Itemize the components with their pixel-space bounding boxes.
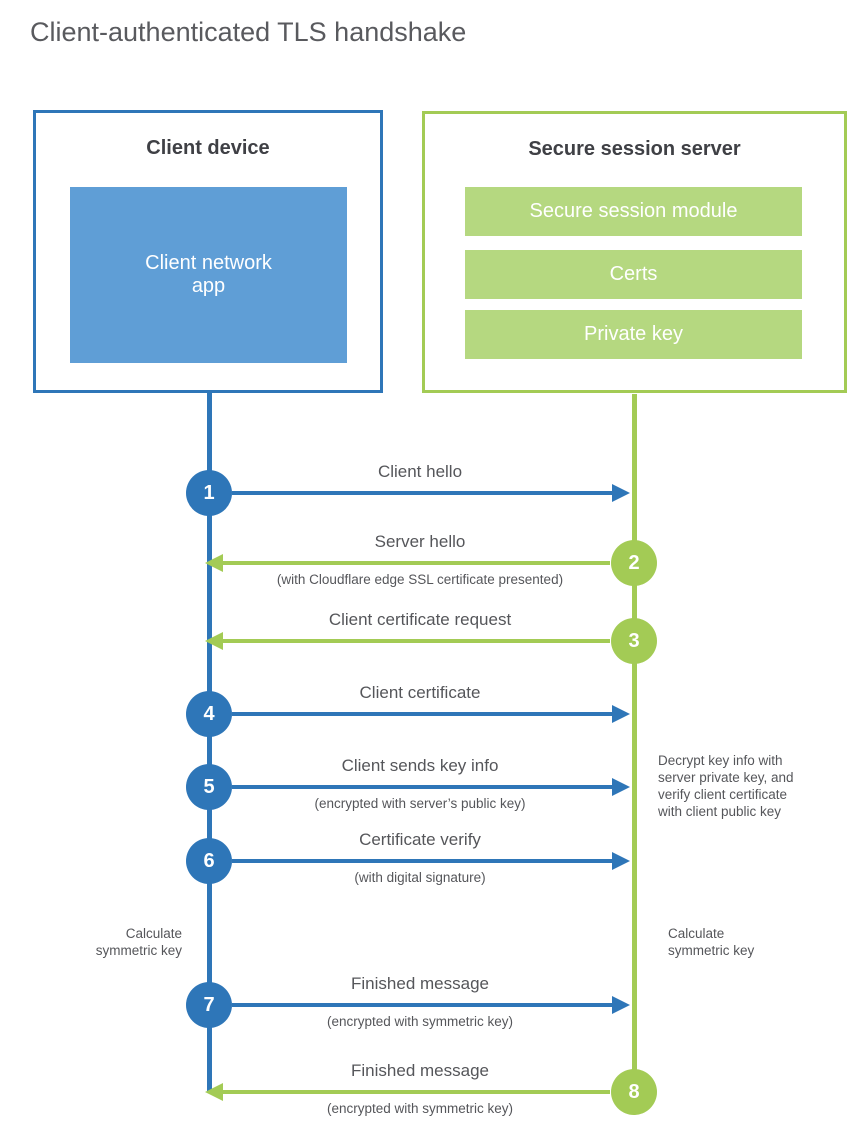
server-module-bar-certs: Certs <box>465 250 802 299</box>
secure-session-server-title: Secure session server <box>528 138 741 160</box>
step-5-sublabel: (encrypted with server’s public key) <box>314 796 526 811</box>
step-8-badge: 8 <box>611 1069 657 1115</box>
server-lifeline <box>632 394 637 1092</box>
step-3-badge: 3 <box>611 618 657 664</box>
arrowhead-left-icon <box>205 1083 223 1101</box>
step-4-badge: 4 <box>186 691 232 737</box>
step-2-arrow-line <box>223 561 610 565</box>
step-1-arrow-line <box>232 491 612 495</box>
step-3-label: Client certificate request <box>328 610 512 629</box>
server-decrypt-note: Decrypt key info with server private key… <box>658 753 794 819</box>
arrowhead-left-icon <box>205 554 223 572</box>
arrowhead-right-icon <box>612 778 630 796</box>
step-5-badge: 5 <box>186 764 232 810</box>
step-1-badge: 1 <box>186 470 232 516</box>
step-2-sublabel: (with Cloudflare edge SSL certificate pr… <box>276 572 564 587</box>
client-network-app-box: Client network app <box>70 187 347 363</box>
arrowhead-right-icon <box>612 484 630 502</box>
step-8-label: Finished message <box>351 1061 489 1080</box>
arrowhead-right-icon <box>612 996 630 1014</box>
step-8-sublabel: (encrypted with symmetric key) <box>326 1101 514 1116</box>
step-2-label: Server hello <box>374 532 466 551</box>
client-device-title: Client device <box>146 137 270 159</box>
step-1-label: Client hello <box>377 462 463 481</box>
server-module-bar-secure-session-module: Secure session module <box>465 187 802 236</box>
client-calculate-symmetric-key-note: Calculate symmetric key <box>95 926 182 958</box>
arrowhead-right-icon <box>612 705 630 723</box>
step-6-badge: 6 <box>186 838 232 884</box>
server-calculate-symmetric-key-note: Calculate symmetric key <box>668 926 755 958</box>
step-3-arrow-line <box>223 639 610 643</box>
step-4-arrow-line <box>232 712 612 716</box>
arrowhead-right-icon <box>612 852 630 870</box>
step-6-label: Certificate verify <box>359 830 481 849</box>
client-device-box: Client device Client network app <box>33 110 383 393</box>
step-2-badge: 2 <box>611 540 657 586</box>
step-5-label: Client sends key info <box>341 756 499 775</box>
step-7-sublabel: (encrypted with symmetric key) <box>326 1014 514 1029</box>
secure-session-server-box: Secure session server Secure session mod… <box>422 111 847 393</box>
page-title: Client-authenticated TLS handshake <box>30 17 467 47</box>
step-7-badge: 7 <box>186 982 232 1028</box>
step-6-arrow-line <box>232 859 612 863</box>
step-5-arrow-line <box>232 785 612 789</box>
step-7-label: Finished message <box>351 974 489 993</box>
step-8-arrow-line <box>223 1090 610 1094</box>
step-7-arrow-line <box>232 1003 612 1007</box>
server-module-bar-private-key: Private key <box>465 310 802 359</box>
client-lifeline <box>207 393 212 1092</box>
arrowhead-left-icon <box>205 632 223 650</box>
step-6-sublabel: (with digital signature) <box>354 870 486 885</box>
step-4-label: Client certificate <box>359 683 481 702</box>
